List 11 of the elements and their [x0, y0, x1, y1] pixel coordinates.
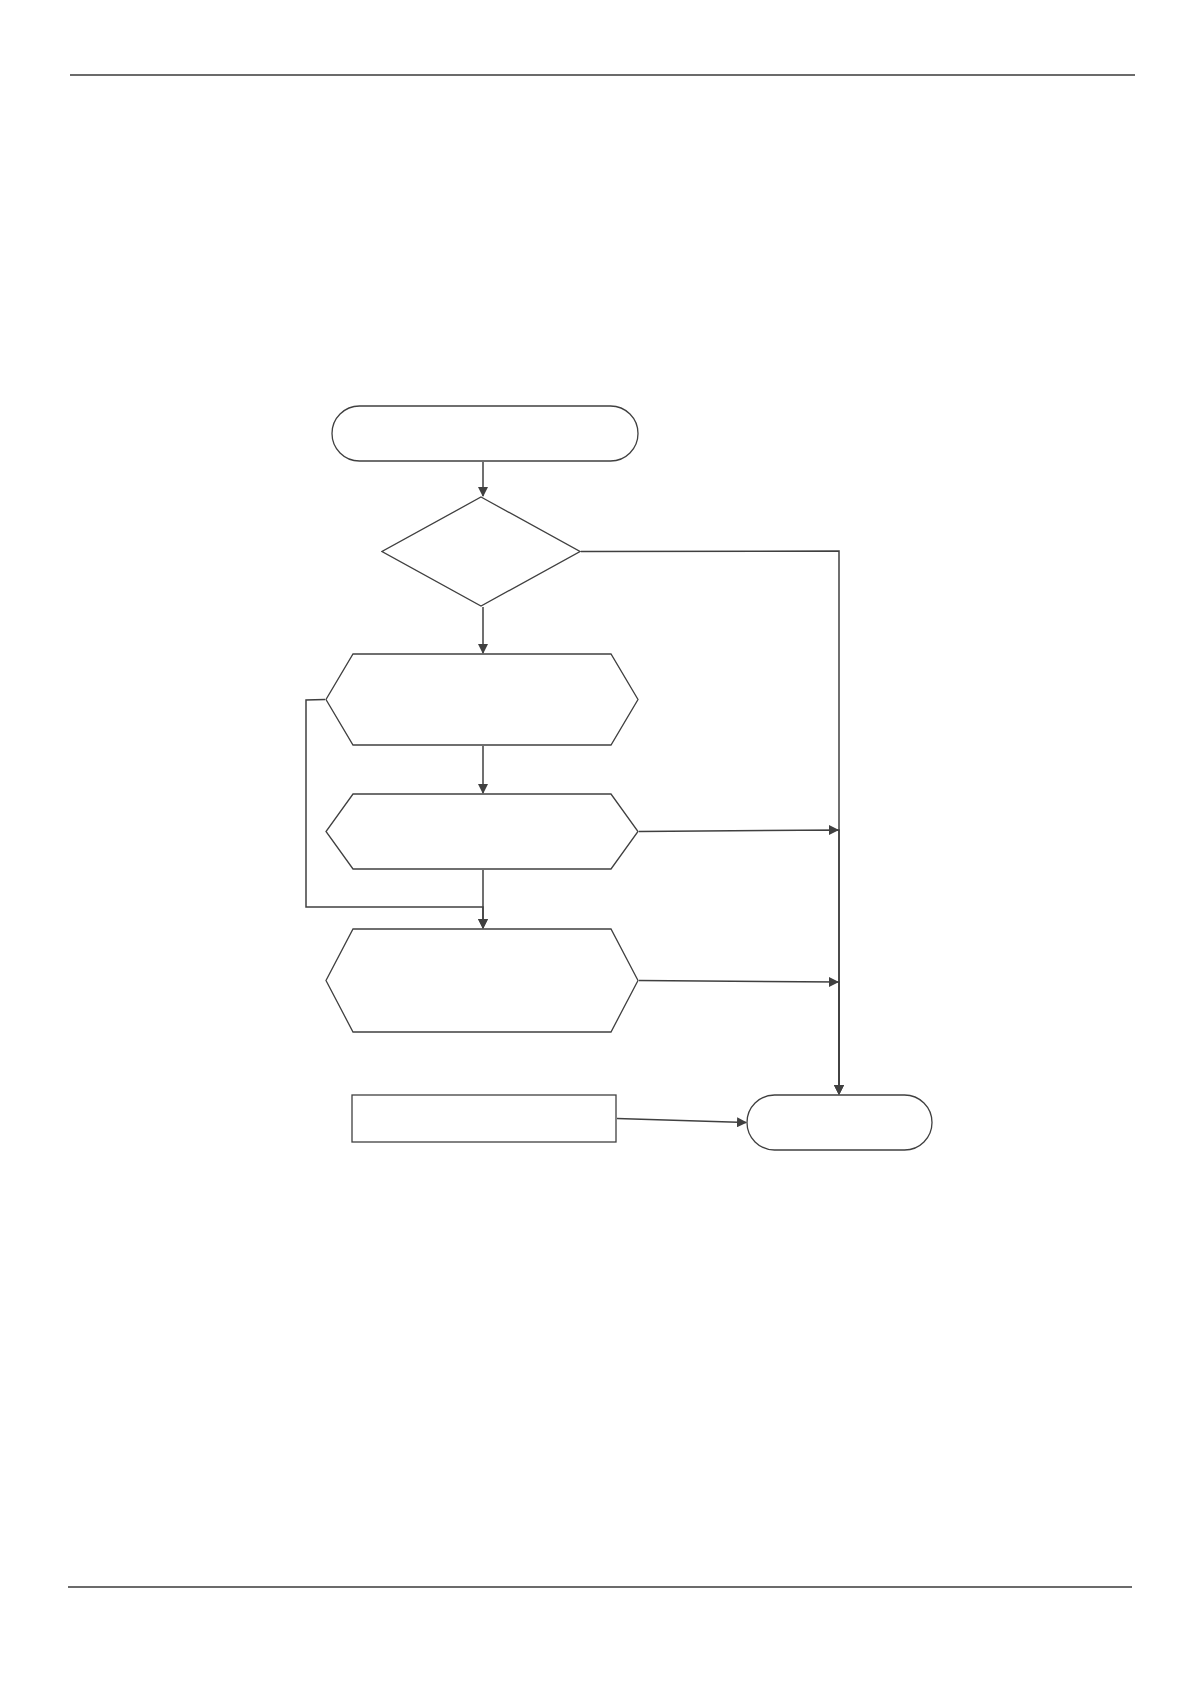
arrow: [478, 745, 488, 794]
arrow: [616, 1117, 747, 1128]
arrow: [478, 606, 488, 654]
decision-diamond: [381, 496, 581, 607]
preparation-hexagon: [325, 653, 639, 746]
preparation-hexagon: [325, 793, 639, 870]
arrow: [638, 977, 844, 1095]
arrow: [478, 461, 488, 497]
arrow: [478, 869, 488, 929]
process-box: [351, 1094, 617, 1143]
preparation-hexagon: [325, 928, 639, 1033]
